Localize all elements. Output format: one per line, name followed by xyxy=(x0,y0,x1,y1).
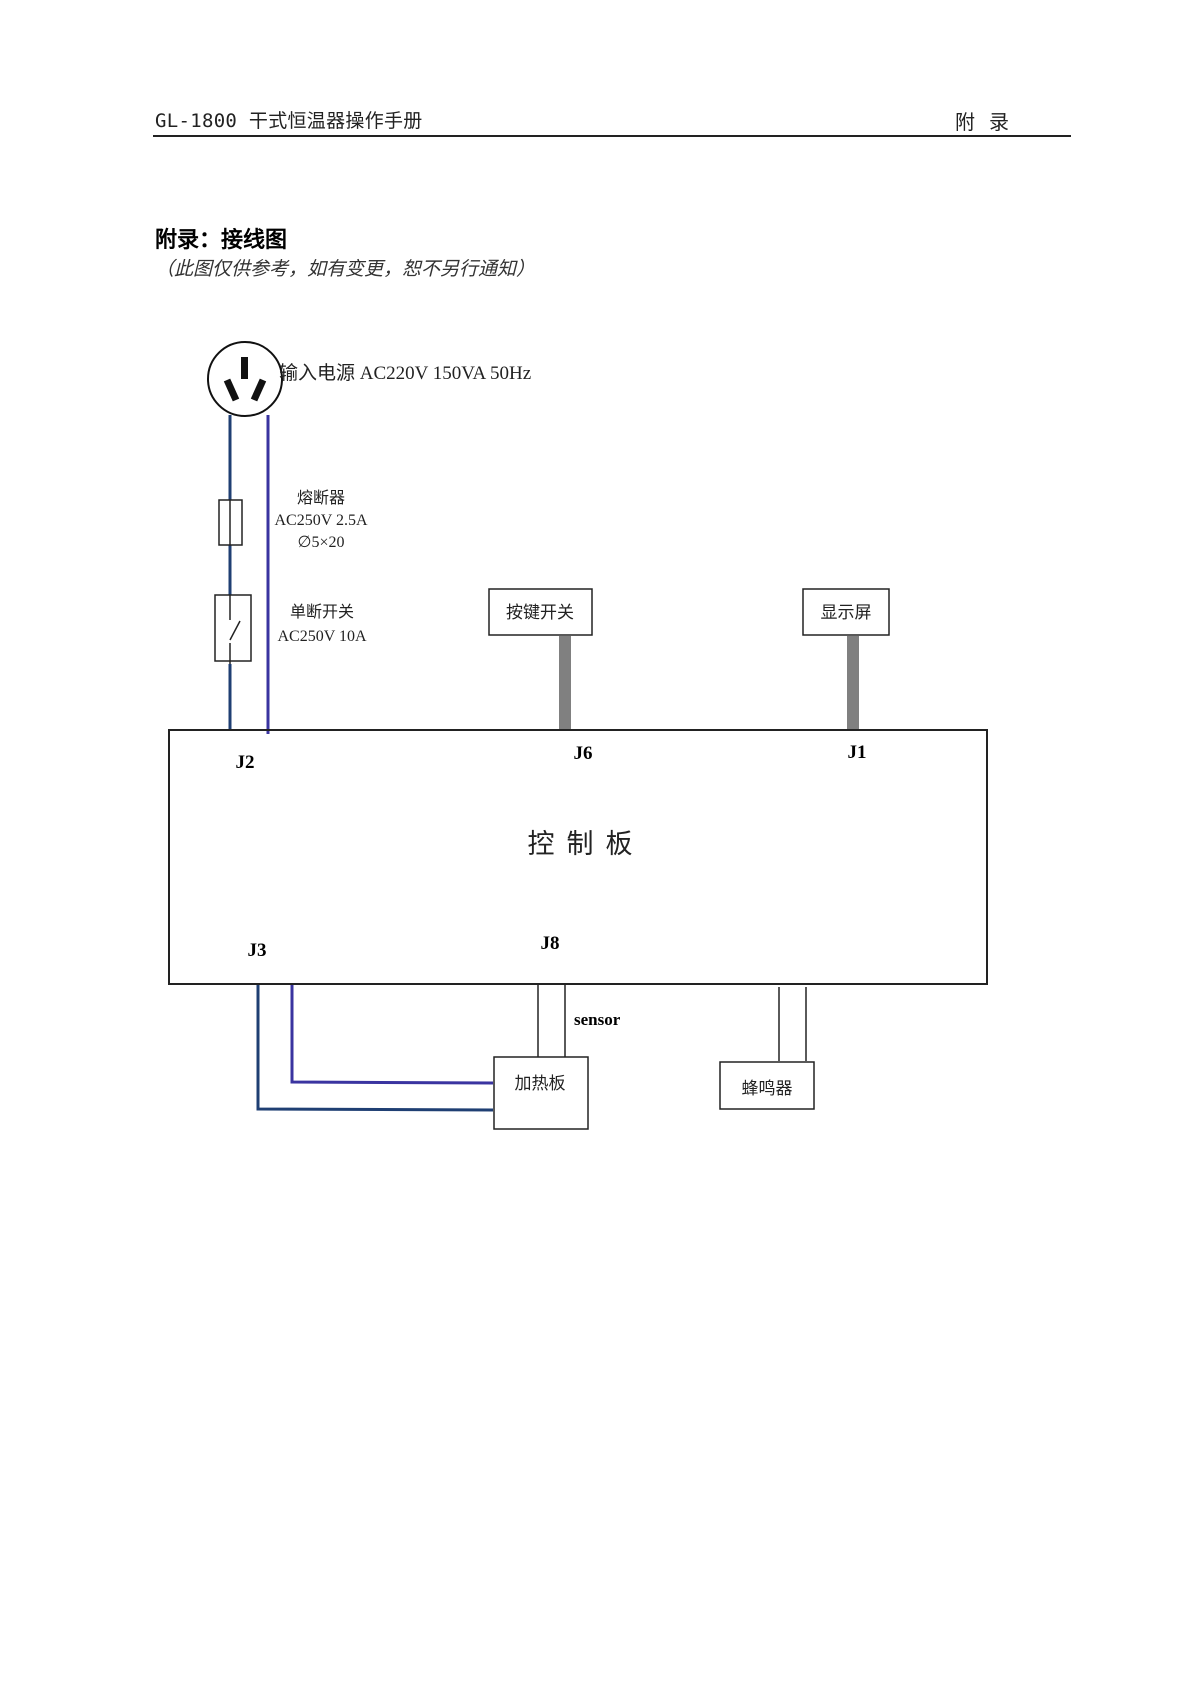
display-label: 显示屏 xyxy=(820,603,872,622)
display-box xyxy=(802,588,890,636)
switch-name-label: 单断开关 xyxy=(289,604,355,621)
keypad-box xyxy=(488,588,593,636)
connector-j3: J3 xyxy=(247,940,267,961)
connector-j1: J1 xyxy=(847,742,867,763)
buzzer-label: 蜂鸣器 xyxy=(741,1079,793,1098)
fuse-name-label: 熔断器 xyxy=(296,490,346,507)
section-label: 附录 xyxy=(955,112,1023,134)
header-divider xyxy=(153,135,1071,137)
connector-j2: J2 xyxy=(235,752,255,773)
control-board-label: 控制板 xyxy=(527,829,645,860)
fuse-icon xyxy=(218,499,243,546)
fuse-rating-label: AC250V 2.5A xyxy=(274,512,368,529)
buzzer-box xyxy=(719,1061,815,1110)
heater-wire-neutral xyxy=(290,985,494,1085)
sensor-label: sensor xyxy=(574,1010,621,1029)
page-title: 附录：接线图 xyxy=(155,228,288,253)
manual-title: GL-1800 干式恒温器操作手册 xyxy=(155,110,423,132)
switch-icon xyxy=(214,594,252,662)
switch-rating-label: AC250V 10A xyxy=(277,628,367,645)
connector-j6: J6 xyxy=(573,743,593,764)
disclaimer-note: （此图仅供参考，如有变更，恕不另行通知） xyxy=(155,259,536,280)
heater-box xyxy=(493,1056,589,1130)
power-input-label: 输入电源 AC220V 150VA 50Hz xyxy=(279,363,532,384)
power-socket-icon xyxy=(207,341,283,417)
heater-wire-live xyxy=(256,985,494,1112)
control-board xyxy=(168,729,988,985)
fuse-size-label: ∅5×20 xyxy=(297,534,345,551)
keypad-label: 按键开关 xyxy=(506,603,574,622)
connector-j8: J8 xyxy=(540,933,560,954)
display-ribbon-cable xyxy=(847,636,859,730)
keypad-ribbon-cable xyxy=(559,636,571,730)
heater-label: 加热板 xyxy=(514,1074,566,1093)
